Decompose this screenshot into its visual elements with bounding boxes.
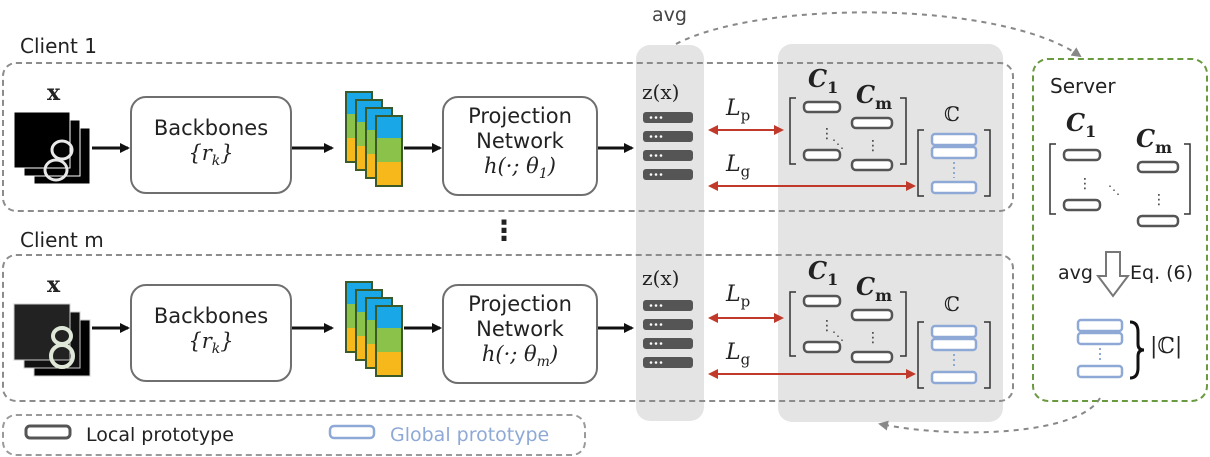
client-1-projection-title-2: Network (476, 129, 564, 154)
legend-local-label: Local prototype (86, 424, 234, 446)
client-1-input-images (13, 111, 91, 185)
client-1-projection-param: h(·; θ1) (484, 154, 556, 183)
top-avg-arrow (675, 11, 1082, 58)
client-1-cm-label: Cm (856, 80, 893, 113)
client-1-backbone-title: Backbones (153, 115, 269, 140)
svg-text:⋮: ⋮ (1078, 176, 1092, 192)
server-avg-label: avg (1058, 262, 1093, 284)
server-cm-label: Cm (1136, 124, 1173, 157)
svg-text:⋱: ⋱ (1108, 183, 1120, 197)
client-m-local-prototypes: ⋮ ⋮ ⋱ (789, 291, 907, 364)
client-m-box (2, 254, 1014, 402)
client-m-projection-title-2: Network (476, 317, 564, 342)
bottom-return-arrow (878, 397, 1101, 434)
legend-box (2, 414, 586, 456)
legend-local-icon (24, 424, 72, 440)
client-1-global-set-label: ℂ (944, 102, 960, 126)
legend-global-label: Global prototype (390, 424, 550, 446)
svg-text:⋮: ⋮ (820, 126, 834, 142)
client-m-projection-module: Projection Network h(·; θm) (442, 284, 598, 384)
client-1-global-loss: Lg (726, 152, 751, 181)
server-aggregate-arrow (1096, 251, 1130, 298)
client-1-embedding-bars (643, 112, 693, 180)
client-1-input-label: x (47, 80, 61, 106)
client-m-global-set-label: ℂ (944, 292, 960, 316)
client-m-input-images (13, 303, 91, 377)
client-m-feature-maps (345, 281, 403, 377)
svg-text:⋱: ⋱ (832, 137, 844, 151)
client-1-c1-label: C1 (808, 64, 839, 97)
client-1-local-loss: Lp (726, 96, 751, 125)
client-1-projection-module: Projection Network h(·; θ1) (442, 96, 598, 196)
client-m-local-loss: Lp (726, 282, 751, 311)
svg-text:⋮: ⋮ (820, 318, 834, 334)
client-1-feature-maps (345, 91, 403, 187)
client-m-digit-image (49, 326, 75, 369)
client-m-label: Client m (16, 228, 108, 252)
client-m-c1-label: C1 (808, 256, 839, 289)
server-local-prototypes: ⋮ ⋮ ⋱ (1049, 143, 1191, 228)
client-1-box (2, 62, 1014, 212)
legend-global-icon (328, 424, 376, 440)
client-1-z-label: z(x) (642, 80, 680, 104)
client-m-projection-param: h(·; θm) (481, 342, 559, 371)
server-box (1032, 58, 1208, 402)
server-set-brace (1129, 320, 1145, 380)
svg-text:⋱: ⋱ (832, 329, 844, 343)
server-eq-label: Eq. (6) (1130, 262, 1194, 284)
client-m-embedding-bars (643, 300, 693, 368)
client-1-backbone-module: Backbones {rk} (130, 96, 292, 194)
client-m-global-loss: Lg (726, 340, 751, 369)
server-label: Server (1050, 74, 1116, 98)
svg-text:⋮: ⋮ (866, 330, 880, 346)
client-m-z-label: z(x) (642, 266, 680, 290)
client-m-backbone-param: {rk} (188, 328, 234, 358)
server-set-size: |ℂ| (1150, 334, 1183, 359)
client-1-backbone-param: {rk} (188, 140, 234, 170)
client-1-label: Client 1 (16, 34, 101, 58)
server-c1-label: C1 (1066, 108, 1097, 141)
client-m-backbone-title: Backbones (153, 303, 269, 328)
server-global-prototypes (1076, 318, 1124, 379)
client-1-projection-title-1: Projection (468, 104, 572, 129)
client-1-global-prototypes (917, 129, 991, 197)
client-m-input-label: x (47, 272, 61, 298)
client-m-global-prototypes (917, 321, 991, 389)
svg-text:⋮: ⋮ (1152, 192, 1166, 208)
client-1-digit-image (43, 139, 74, 182)
client-m-cm-label: Cm (856, 272, 893, 305)
client-1-local-prototypes: ⋮ ⋮ ⋱ (789, 97, 907, 172)
clients-ellipsis: ⋮ (490, 214, 518, 247)
svg-text:⋮: ⋮ (866, 138, 880, 154)
top-avg-label: avg (652, 4, 687, 26)
client-m-backbone-module: Backbones {rk} (130, 284, 292, 382)
client-m-projection-title-1: Projection (468, 292, 572, 317)
